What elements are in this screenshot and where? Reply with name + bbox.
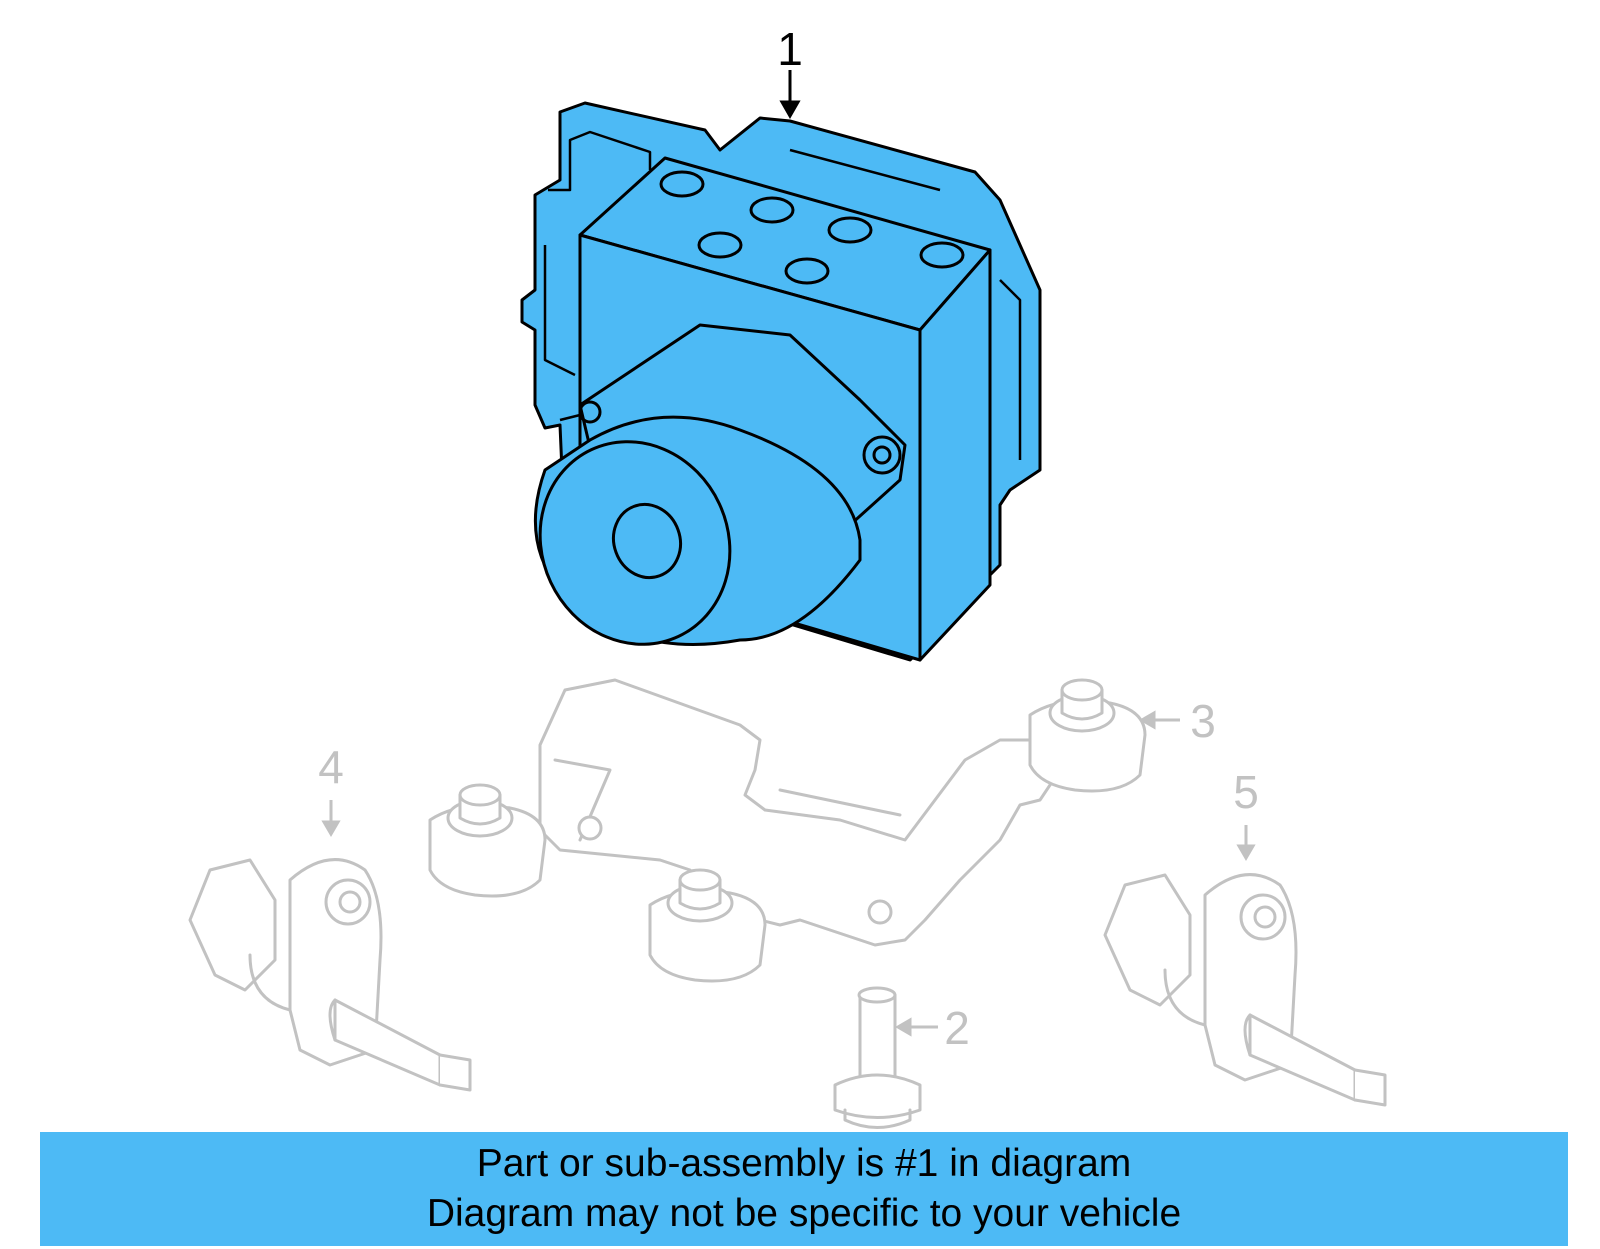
callout-arrow-4 [321, 800, 341, 837]
wheel-speed-sensor-left[interactable] [188, 858, 472, 1092]
callout-arrow-5 [1236, 825, 1256, 861]
callout-arrow-3 [1139, 710, 1180, 730]
callout-label-2: 2 [944, 1002, 970, 1054]
rubber-mount-right [1028, 678, 1147, 793]
callout-label-1: 1 [777, 23, 803, 75]
callout-label-3: 3 [1190, 695, 1216, 747]
callout-arrow-2 [895, 1017, 938, 1037]
mounting-bracket[interactable] [538, 678, 1072, 947]
callout-label-4: 4 [318, 741, 344, 793]
abs-modulator-unit[interactable] [507, 101, 1042, 676]
banner-line-2: Diagram may not be specific to your vehi… [426, 1192, 1182, 1235]
callout-arrow-1 [779, 70, 801, 120]
wheel-speed-sensor-right[interactable] [1103, 873, 1387, 1107]
info-banner: Part or sub-assembly is #1 in diagram Di… [40, 1132, 1568, 1246]
rubber-mount-left [428, 783, 547, 898]
bolt[interactable] [833, 986, 922, 1129]
banner-line-1: Part or sub-assembly is #1 in diagram [476, 1142, 1132, 1185]
rubber-mount-center [648, 868, 767, 983]
callout-label-5: 5 [1233, 766, 1259, 818]
